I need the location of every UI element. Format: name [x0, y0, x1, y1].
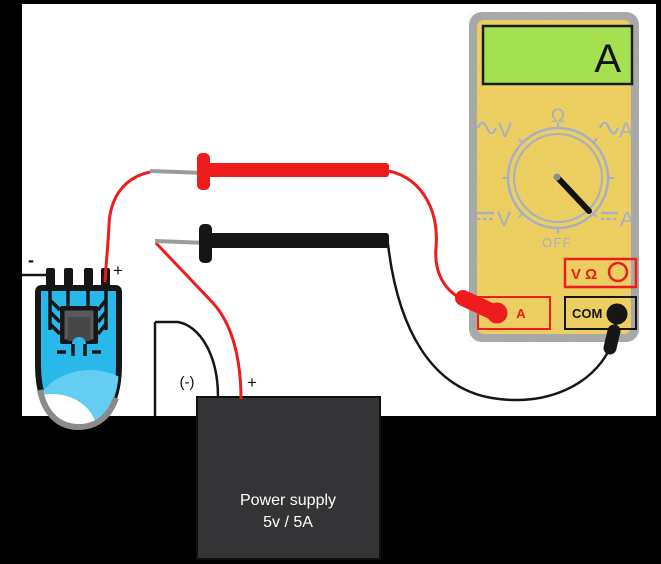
sensor-bottom-rim [37, 389, 119, 431]
sensor-chip-core [68, 317, 90, 341]
red-probe-tip [149, 169, 207, 175]
port-volt-ohm-jack [607, 261, 629, 283]
red-wire-sensor [103, 170, 151, 283]
dial-label-ohm: Ω [551, 106, 565, 127]
power-supply-box [196, 396, 381, 560]
dial-label-dc-volts: V [497, 208, 511, 231]
red-plug [455, 290, 499, 319]
port-volt-ohm-label: V Ω [571, 266, 597, 283]
ac-wave-icon [476, 121, 498, 135]
red-plug-tip [486, 302, 508, 324]
sensor-positive-label: + [113, 261, 123, 280]
dial-pointer [554, 174, 592, 214]
red-wire-power-supply [154, 241, 243, 400]
probes [149, 153, 389, 263]
dial-hub [553, 173, 561, 181]
dial-ticks [502, 122, 614, 234]
dial-labels: Ω V A V A OFF [497, 106, 634, 250]
black-plug [603, 324, 621, 355]
positive-terminal-label: + [247, 373, 257, 392]
black-probe-body [205, 233, 389, 248]
red-probe-wire [388, 169, 459, 299]
power-supply-rating: 5v / 5A [263, 514, 313, 531]
sensor-shine [38, 394, 97, 427]
dial-label-dc-amps: A [620, 208, 634, 231]
black-plug-tip [606, 303, 628, 325]
multimeter-display [481, 24, 634, 86]
sensor-traces [48, 288, 108, 356]
sensor-negative-label: - [28, 250, 34, 270]
plugs [455, 290, 628, 355]
dial-label-ac-volts: V [498, 119, 512, 142]
sensor: - + [22, 250, 123, 431]
ac-wave-icon [598, 121, 620, 135]
dial-label-off: OFF [542, 236, 572, 250]
port-com-label: COM [572, 306, 602, 321]
multimeter: A Ω V A V [469, 12, 639, 342]
power-supply-label: Power supply [240, 492, 336, 509]
sensor-chip-notch [72, 337, 86, 344]
red-probe-body [203, 163, 389, 177]
negative-terminal-label: (-) [180, 374, 195, 391]
display-value: A [594, 37, 621, 81]
port-amp-label: A [516, 306, 526, 321]
negative-wire-curve [155, 320, 220, 398]
dial [476, 121, 620, 234]
dial-label-ac-amps: A [619, 119, 633, 142]
port-com [564, 296, 637, 330]
power-supply: Power supply 5v / 5A (-) + [153, 320, 381, 560]
port-volt-ohm [563, 257, 638, 289]
